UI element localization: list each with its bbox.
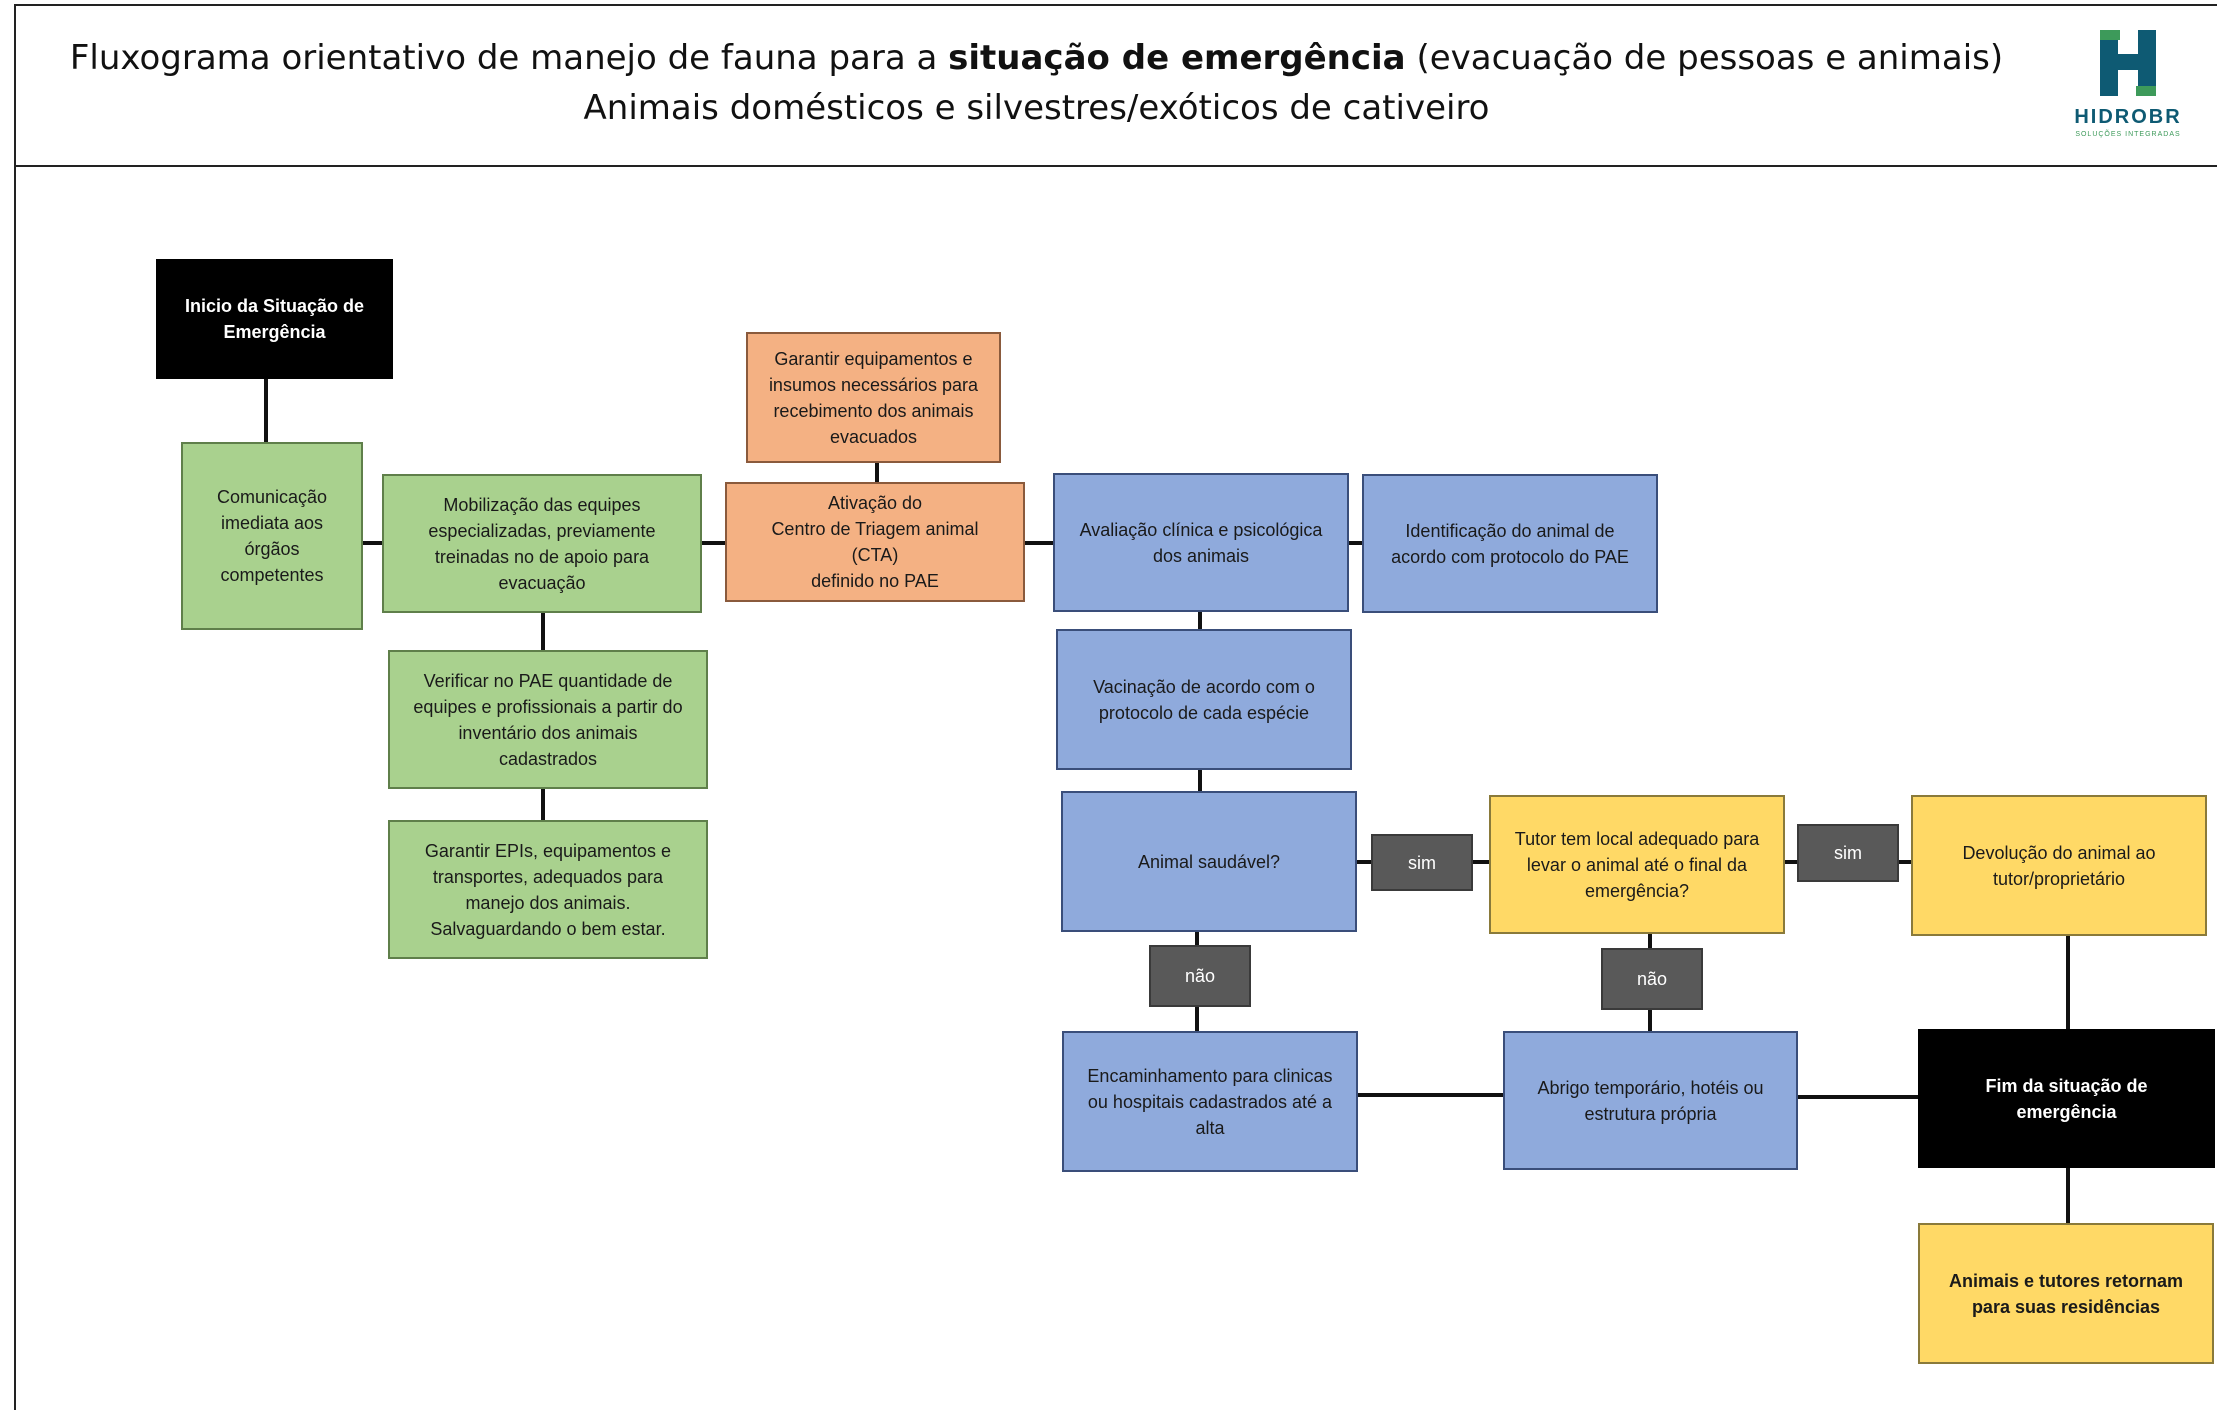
node-devolucao: Devolução do animal ao tutor/proprietári… <box>1911 795 2207 936</box>
node-encaminhamento: Encaminhamento para clinicas ou hospitai… <box>1062 1031 1358 1172</box>
page-title: Fluxograma orientativo de manejo de faun… <box>69 38 2004 78</box>
page-subtitle: Animais domésticos e silvestres/exóticos… <box>583 88 1490 128</box>
node-garantir-equipamentos: Garantir equipamentos e insumos necessár… <box>746 332 1001 463</box>
node-garantir-epis: Garantir EPIs, equipamentos e transporte… <box>388 820 708 959</box>
node-ativacao-cta: Ativação do Centro de Triagem animal (CT… <box>725 482 1025 602</box>
hidrobr-logo: HIDROBR SOLUÇÕES INTEGRADAS <box>2040 18 2216 148</box>
node-tutor-local: Tutor tem local adequado para levar o an… <box>1489 795 1785 934</box>
header-divider <box>14 165 2217 167</box>
page-frame <box>14 4 2217 1410</box>
label-nao-tutor: não <box>1601 948 1703 1010</box>
node-vacinacao: Vacinação de acordo com o protocolo de c… <box>1056 629 1352 770</box>
label-sim-saudavel: sim <box>1371 834 1473 891</box>
logo-text: HIDROBR <box>2074 106 2182 128</box>
node-mobilizacao: Mobilização das equipes especializadas, … <box>382 474 702 613</box>
logo-subtext: SOLUÇÕES INTEGRADAS <box>2075 131 2181 138</box>
node-inicio: Inicio da Situação de Emergência <box>156 259 393 379</box>
node-identificacao: Identificação do animal de acordo com pr… <box>1362 474 1658 613</box>
node-abrigo: Abrigo temporário, hotéis ou estrutura p… <box>1503 1031 1798 1170</box>
node-avaliacao: Avaliação clínica e psicológica dos anim… <box>1053 473 1349 612</box>
node-retorno: Animais e tutores retornam para suas res… <box>1918 1223 2214 1364</box>
node-verificar: Verificar no PAE quantidade de equipes e… <box>388 650 708 789</box>
page-title-emphasis: situação de emergência <box>948 38 1406 78</box>
node-animal-saudavel: Animal saudável? <box>1061 791 1357 932</box>
label-sim-tutor: sim <box>1797 824 1899 882</box>
node-fim: Fim da situação de emergência <box>1918 1029 2215 1168</box>
label-nao-saudavel: não <box>1149 945 1251 1007</box>
hidrobr-logo-mark <box>2100 30 2156 96</box>
node-comunicacao: Comunicação imediata aos órgãos competen… <box>181 442 363 630</box>
